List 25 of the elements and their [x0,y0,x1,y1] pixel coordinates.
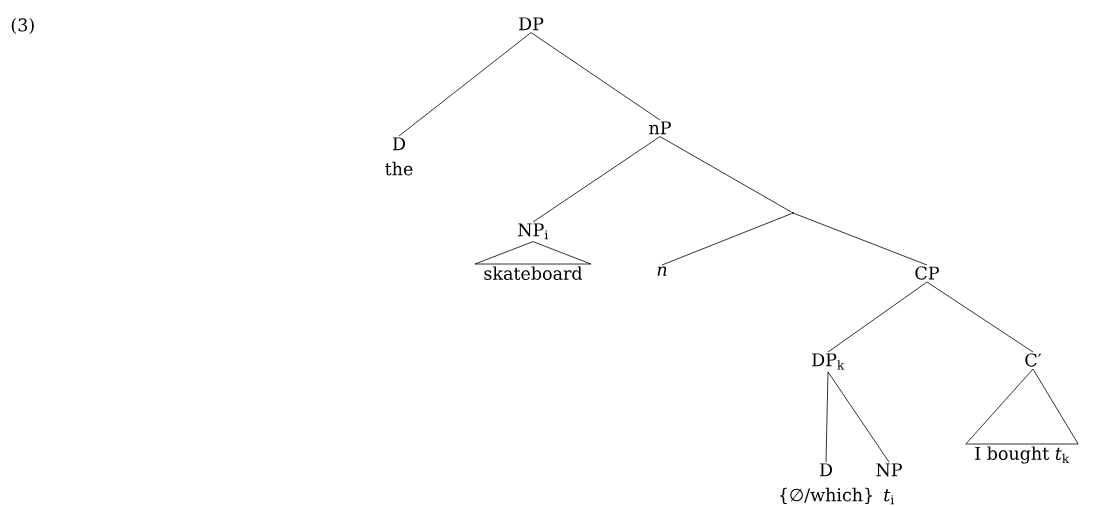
branch-line [827,281,928,353]
branch-line [398,32,532,137]
tree-node-label: skateboard [484,266,583,280]
tree-node-label: DP$_{k}$ [812,353,845,370]
branch-line [926,281,1034,353]
branch-line [530,32,661,121]
triangle-branch [965,368,1079,445]
tree-node-label: CP [915,266,939,280]
tree-node-label: NP$_{i}$ [518,223,548,240]
tree-node-label: DP [519,17,544,31]
tree-node-label: nP [649,121,671,135]
tree-node-label: D {∅/which} [780,463,872,504]
tree-node-label: C′ [1025,353,1042,367]
example-number: (3) [11,18,34,34]
branch-line [659,136,793,213]
branch-line [827,371,890,463]
tree-node-label: I bought t$_{k}$ [975,446,1070,464]
tree-node-label: D the [385,137,413,176]
tree-node-label: NP t$_{i}$ [876,463,902,505]
branch-line [532,136,661,223]
triangle-branch [474,241,592,265]
tree-node-label: n [657,266,667,276]
branch-line [793,213,928,266]
branch-line [825,371,829,463]
branch-line [661,213,793,266]
